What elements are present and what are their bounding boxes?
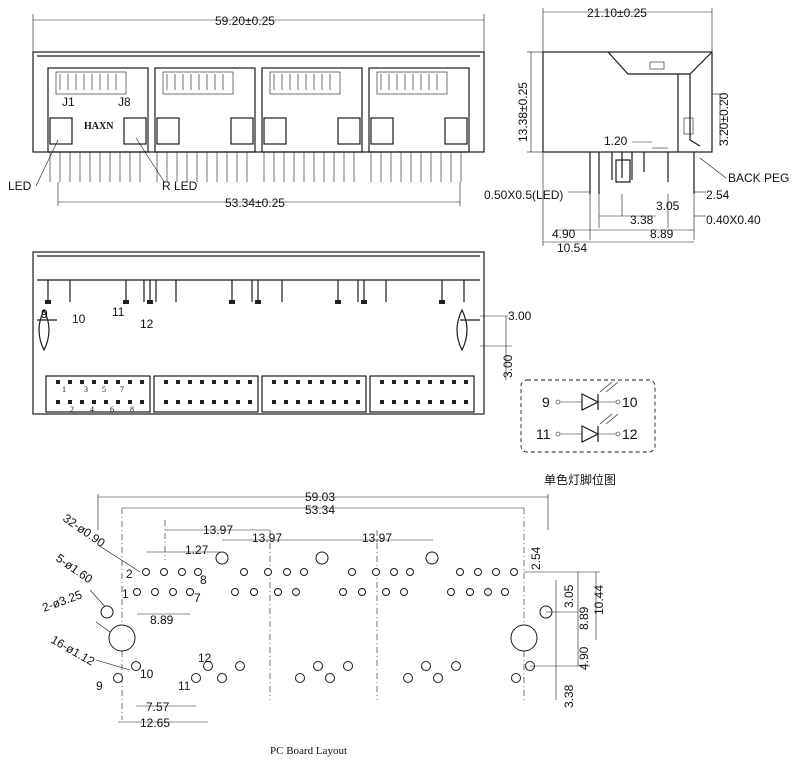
pcb-caption: PC Board Layout <box>270 745 347 757</box>
pcb-pin-8: 8 <box>200 573 207 587</box>
pcb-dim-3-38: 3.38 <box>562 684 576 708</box>
led-p10: 10 <box>622 394 638 410</box>
led-caption: 单色灯脚位图 <box>544 472 616 487</box>
front-view: 59.20±0.25 <box>8 14 485 210</box>
dim-8-89: 8.89 <box>650 227 674 241</box>
bottom-n3: 3 <box>84 385 88 394</box>
side-depth-dimension: 21.10±0.25 <box>587 6 647 20</box>
dim-1-20: 1.20 <box>604 134 628 148</box>
j8-label: J8 <box>118 95 131 109</box>
dim-3-38: 3.38 <box>630 213 654 227</box>
led-p9: 9 <box>542 394 550 410</box>
pcb-layout: 59.03 53.34 13.97 13.97 13.97 1.27 2.54 … <box>40 490 606 757</box>
back-peg-label: BACK PEG <box>728 171 789 185</box>
pcb-dim-7-57: 7.57 <box>146 700 170 714</box>
led-pin-dimension: 0.50X0.5(LED) <box>484 188 563 202</box>
bottom-pin-11: 11 <box>112 305 125 319</box>
side-view: 21.10±0.25 13.38±0.25 3.20±0.20 1.20 3.0… <box>484 6 789 255</box>
j1-label: J1 <box>62 95 75 109</box>
bottom-n7: 7 <box>120 385 124 394</box>
pcb-dim-10-44: 10.44 <box>592 585 606 615</box>
bottom-n5: 5 <box>102 385 106 394</box>
pcb-dim-59-03: 59.03 <box>305 490 335 504</box>
front-width-dimension: 59.20±0.25 <box>215 14 275 28</box>
pcb-dim-12-65: 12.65 <box>140 716 170 730</box>
dim-2-54: 2.54 <box>706 188 730 202</box>
bottom-view: 9 10 11 12 3.00 3.00 1 3 5 7 2 4 6 8 <box>32 251 532 415</box>
front-pitch-dimension: 53.34±0.25 <box>225 196 285 210</box>
pcb-dim-53-34: 53.34 <box>305 503 335 517</box>
peg-height-dimension: 3.20±0.20 <box>717 92 731 146</box>
bottom-pin-10: 10 <box>72 312 86 326</box>
mount-hole-left <box>108 624 136 652</box>
pcb-pin-2: 2 <box>126 567 133 581</box>
mount-hole-right <box>510 624 538 652</box>
bottom-pin-9: 9 <box>41 307 48 321</box>
hole-16: 16-ø1.12 <box>49 632 98 668</box>
pcb-pin-9: 9 <box>96 679 103 693</box>
pcb-dim-1-27: 1.27 <box>185 543 209 557</box>
front-ports <box>47 67 470 153</box>
hole-2: 2-ø3.25 <box>40 587 84 614</box>
pcb-pin-10: 10 <box>140 667 154 681</box>
led-schematic: 9 10 11 12 单色灯脚位图 <box>520 379 656 487</box>
pcb-dim-8-89: 8.89 <box>150 613 174 627</box>
dim-0-40: 0.40X0.40 <box>706 213 761 227</box>
brand-logo: HAXN <box>84 121 114 132</box>
hole-32: 32-ø0.90 <box>60 511 108 550</box>
hole-5: 5-ø1.60 <box>53 551 95 586</box>
bottom-dim-3-00-v: 3.00 <box>501 354 515 378</box>
led-p12: 12 <box>622 426 638 442</box>
dim-4-90: 4.90 <box>552 227 576 241</box>
pcb-pin-11: 11 <box>178 679 191 693</box>
front-pins <box>49 152 462 182</box>
led-p11: 11 <box>536 426 551 442</box>
pcb-dim-4-90: 4.90 <box>577 646 591 670</box>
bottom-pin-grid <box>56 380 468 404</box>
bottom-n4: 4 <box>90 405 94 414</box>
pcb-dim-8-89-v: 8.89 <box>577 606 591 630</box>
dim-10-54: 10.54 <box>557 241 587 255</box>
r-led-label: R LED <box>162 179 198 193</box>
pcb-pin-7: 7 <box>194 591 201 605</box>
pcb-pin-1: 1 <box>122 587 129 601</box>
bottom-n2: 2 <box>70 405 74 414</box>
bottom-n8: 8 <box>130 405 134 414</box>
pcb-signal-pads <box>133 568 518 596</box>
bottom-n6: 6 <box>110 405 114 414</box>
pcb-led-pads <box>113 661 535 683</box>
pcb-dim-13-97-b: 13.97 <box>252 531 282 545</box>
side-height-dimension: 13.38±0.25 <box>516 82 530 142</box>
pcb-dim-13-97-c: 13.97 <box>362 531 392 545</box>
pcb-dim-2-54: 2.54 <box>529 546 543 570</box>
pcb-dim-13-97-a: 13.97 <box>203 523 233 537</box>
bottom-n1: 1 <box>62 385 66 394</box>
led-label: LED <box>8 179 32 193</box>
pcb-dim-3-05: 3.05 <box>562 584 576 608</box>
bottom-dim-3-00-h: 3.00 <box>508 309 532 323</box>
pcb-pin-12: 12 <box>198 651 212 665</box>
bottom-pin-12: 12 <box>140 317 154 331</box>
